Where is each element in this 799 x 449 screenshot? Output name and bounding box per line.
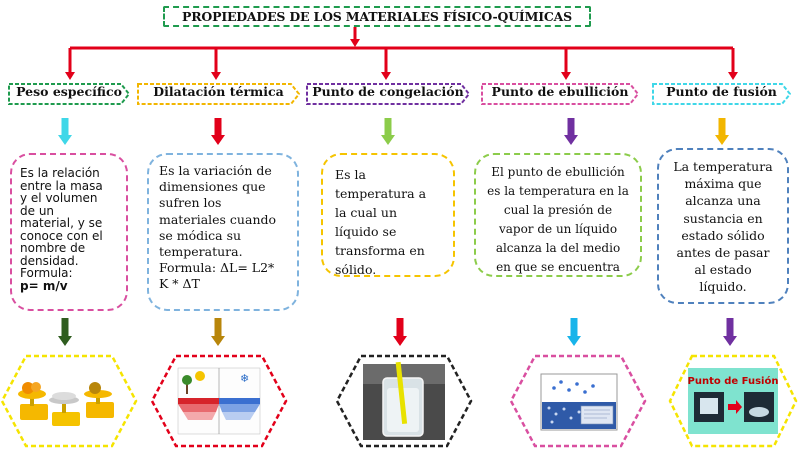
hexagon-punto-de-congelacion — [335, 354, 473, 448]
description-line: La temperatura — [663, 158, 783, 175]
description-box-punto-de-fusion: La temperatura máxima que alcanza una su… — [657, 148, 789, 304]
description-line: alcanza una — [663, 192, 783, 209]
description-line: vapor de un líquido — [480, 220, 636, 239]
hexagon-dilatacion-termica: ❄ — [150, 354, 288, 448]
description-line: sólido. — [335, 260, 441, 279]
description-line: es la temperatura en la — [480, 182, 636, 201]
description-box-punto-de-ebullicion: El punto de ebullición es la temperatura… — [474, 153, 642, 277]
description-line: dimensiones que — [159, 179, 287, 195]
hexagon-punto-de-ebullicion — [509, 354, 647, 448]
description-line: temperatura. — [159, 244, 287, 260]
description-line: materiales cuando — [159, 212, 287, 228]
image-caption: Punto de Fusión — [688, 375, 779, 387]
hexagon-peso-especifico — [0, 354, 138, 448]
down-arrow-icon — [723, 318, 737, 346]
description-line: Es la variación de — [159, 163, 287, 179]
description-line: al estado — [663, 261, 783, 278]
description-line: El punto de ebullición — [480, 163, 636, 182]
ice-glass-icon — [363, 362, 445, 440]
description-line: estado sólido — [663, 227, 783, 244]
down-arrow-icon — [58, 118, 72, 145]
description-line: la cual un — [335, 203, 441, 222]
thermal-expansion-icon: ❄ — [178, 368, 260, 434]
hexagon-punto-de-fusion: Punto de Fusión — [668, 354, 798, 448]
down-arrow-icon — [564, 118, 578, 145]
description-line: material, y se — [20, 217, 118, 230]
description-box-peso-especifico: Es la relación entre la masa y el volume… — [10, 153, 128, 311]
description-line: Es la relación — [20, 167, 118, 180]
down-arrow-icon — [211, 118, 225, 145]
description-box-dilatacion-termica: Es la variación de dimensiones que sufre… — [147, 153, 299, 311]
description-line: temperatura a — [335, 184, 441, 203]
down-arrow-icon — [393, 318, 407, 346]
down-arrow-icon — [211, 318, 225, 346]
melting-point-icon: Punto de Fusión — [688, 368, 779, 434]
description-line: máxima que — [663, 175, 783, 192]
svg-text:❄: ❄ — [240, 372, 249, 385]
formula: p= m/v — [20, 280, 118, 293]
down-arrow-icon — [58, 318, 72, 346]
boiling-beaker-icon — [541, 374, 617, 430]
description-line: Es la — [335, 165, 441, 184]
description-line: y el volumen — [20, 192, 118, 205]
down-arrow-icon — [715, 118, 729, 145]
description-box-punto-de-congelacion: Es la temperatura a la cual un líquido s… — [321, 153, 455, 277]
description-line: cual la presión de — [480, 201, 636, 220]
description-line: antes de pasar — [663, 244, 783, 261]
down-arrow-icon — [567, 318, 581, 346]
description-line: se módica su — [159, 228, 287, 244]
description-line: sustancia en — [663, 210, 783, 227]
description-line: alcanza la del medio — [480, 239, 636, 258]
description-line: Formula: ΔL= L2* — [159, 260, 287, 276]
description-line: sufren los — [159, 195, 287, 211]
description-line: líquido se — [335, 222, 441, 241]
description-line: transforma en — [335, 241, 441, 260]
description-line: en que se encuentra — [480, 258, 636, 277]
down-arrow-icon — [381, 118, 395, 145]
description-line: nombre de — [20, 242, 118, 255]
description-line: Formula: — [20, 267, 118, 280]
description-line: K * ΔT — [159, 276, 287, 292]
description-line: líquido. — [663, 278, 783, 295]
